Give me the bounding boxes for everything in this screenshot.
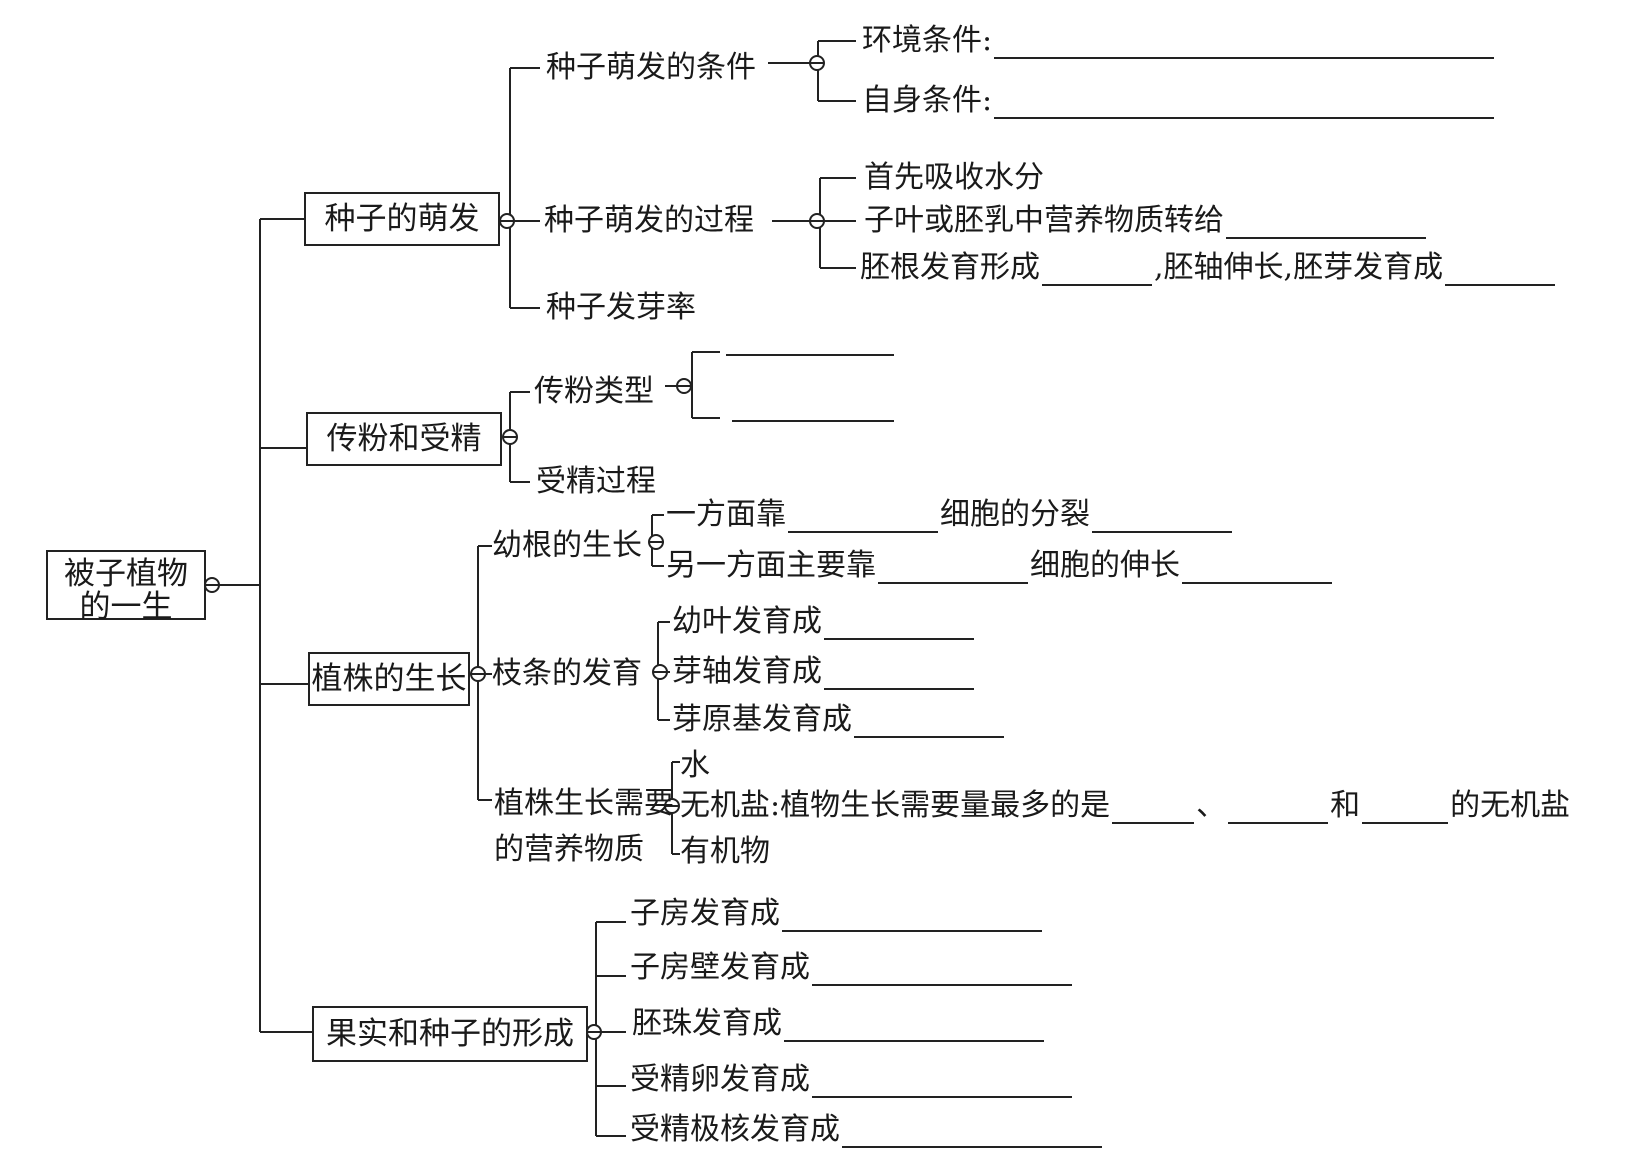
node-plant-growth: 植株的生长 xyxy=(308,652,470,706)
fruit-ovary: 子房发育成 xyxy=(630,896,1044,932)
item-self-conditions: 自身条件: xyxy=(862,83,1496,119)
bud-axis-text: 芽轴发育成 xyxy=(672,654,822,689)
minerals-text-a: 无机盐:植物生长需要量最多的是 xyxy=(680,788,1111,823)
label-pollination-types: 传粉类型 xyxy=(534,374,654,409)
blank-line xyxy=(1092,503,1232,533)
blank-line xyxy=(854,708,1004,738)
label-root-growth: 幼根的生长 xyxy=(492,528,642,563)
item-self-label: 自身条件: xyxy=(862,83,993,118)
item-environment-conditions: 环境条件: xyxy=(862,23,1496,59)
blank-line xyxy=(788,503,938,533)
bud-primordium-text: 芽原基发育成 xyxy=(672,702,852,737)
blank-line xyxy=(1112,794,1195,824)
shoot-bud-primordium: 芽原基发育成 xyxy=(672,702,1006,738)
node-pollination-fertilization: 传粉和受精 xyxy=(306,412,502,466)
minerals-text-b: 的无机盐 xyxy=(1450,788,1571,823)
label-germination-rate: 种子发芽率 xyxy=(546,290,696,325)
root-division-text-b: 细胞的分裂 xyxy=(940,497,1090,532)
blank-line xyxy=(1228,794,1329,824)
label-shoot-development: 枝条的发育 xyxy=(492,656,642,691)
root-elongation-text-b: 细胞的伸长 xyxy=(1030,548,1180,583)
item-environment-label: 环境条件: xyxy=(862,23,993,58)
minerals-sep-2: 和 xyxy=(1330,788,1361,823)
ovule-text: 胚珠发育成 xyxy=(632,1006,782,1041)
root-growth-division: 一方面靠 细胞的分裂 xyxy=(666,497,1234,533)
fruit-ovule: 胚珠发育成 xyxy=(632,1006,1046,1042)
blank-line xyxy=(994,29,1495,59)
nutrient-water: 水 xyxy=(680,748,710,783)
blank-line xyxy=(994,89,1495,119)
label-nutrients-line2: 的营养物质 xyxy=(494,832,644,867)
process-step-radicle-development: 胚根发育形成 ,胚轴伸长,胚芽发育成 xyxy=(860,250,1557,286)
young-leaf-text: 幼叶发育成 xyxy=(672,604,822,639)
process-step3-text-a: 胚根发育形成 xyxy=(860,250,1040,285)
root-node: 被子植物 的一生 xyxy=(46,550,206,624)
node-seed-germination: 种子的萌发 xyxy=(304,192,500,246)
blank-line xyxy=(1182,554,1332,584)
process-step3-text-b: ,胚轴伸长,胚芽发育成 xyxy=(1154,250,1444,285)
ovary-text: 子房发育成 xyxy=(630,896,780,931)
blank-line xyxy=(878,554,1028,584)
blank-line xyxy=(1042,256,1152,286)
root-division-text-a: 一方面靠 xyxy=(666,497,786,532)
blank-line xyxy=(824,660,974,690)
label-germination-conditions: 种子萌发的条件 xyxy=(546,50,756,85)
blank-line xyxy=(812,956,1072,986)
root-title-line1: 被子植物 xyxy=(64,556,188,592)
blank-pollination-type-2 xyxy=(732,392,894,422)
fertilized-egg-text: 受精卵发育成 xyxy=(630,1062,810,1097)
nutrient-minerals: 无机盐:植物生长需要量最多的是 、 和 的无机盐 xyxy=(680,788,1570,824)
blank-line xyxy=(1445,256,1556,286)
root-elongation-text-a: 另一方面主要靠 xyxy=(666,548,876,583)
blank-line xyxy=(824,610,974,640)
blank-line xyxy=(1362,794,1449,824)
ovary-wall-text: 子房壁发育成 xyxy=(630,950,810,985)
shoot-young-leaf: 幼叶发育成 xyxy=(672,604,976,640)
process-step-nutrient-transfer: 子叶或胚乳中营养物质转给 xyxy=(864,203,1428,239)
blank-line xyxy=(782,902,1042,932)
blank-line xyxy=(812,1068,1072,1098)
label-fertilization-process: 受精过程 xyxy=(536,464,656,499)
nutrient-organic: 有机物 xyxy=(680,834,770,869)
node-fruit-seed-formation: 果实和种子的形成 xyxy=(312,1006,588,1062)
fruit-fertilized-egg: 受精卵发育成 xyxy=(630,1062,1074,1098)
blank-line xyxy=(784,1012,1044,1042)
blank-pollination-type-1 xyxy=(726,326,894,356)
fruit-fertilized-polar-nuclei: 受精极核发育成 xyxy=(630,1112,1104,1148)
root-title-line2: 的一生 xyxy=(79,589,173,625)
label-nutrients-line1: 植株生长需要 xyxy=(494,786,674,821)
blank-line xyxy=(842,1118,1102,1148)
root-growth-elongation: 另一方面主要靠 细胞的伸长 xyxy=(666,548,1334,584)
blank-line xyxy=(1226,209,1426,239)
polar-nuclei-text: 受精极核发育成 xyxy=(630,1112,840,1147)
process-step-absorb-water: 首先吸收水分 xyxy=(864,160,1044,195)
process-step2-text: 子叶或胚乳中营养物质转给 xyxy=(864,203,1224,238)
shoot-bud-axis: 芽轴发育成 xyxy=(672,654,976,690)
label-germination-process: 种子萌发的过程 xyxy=(544,203,754,238)
fruit-ovary-wall: 子房壁发育成 xyxy=(630,950,1074,986)
minerals-sep-1: 、 xyxy=(1196,788,1227,823)
